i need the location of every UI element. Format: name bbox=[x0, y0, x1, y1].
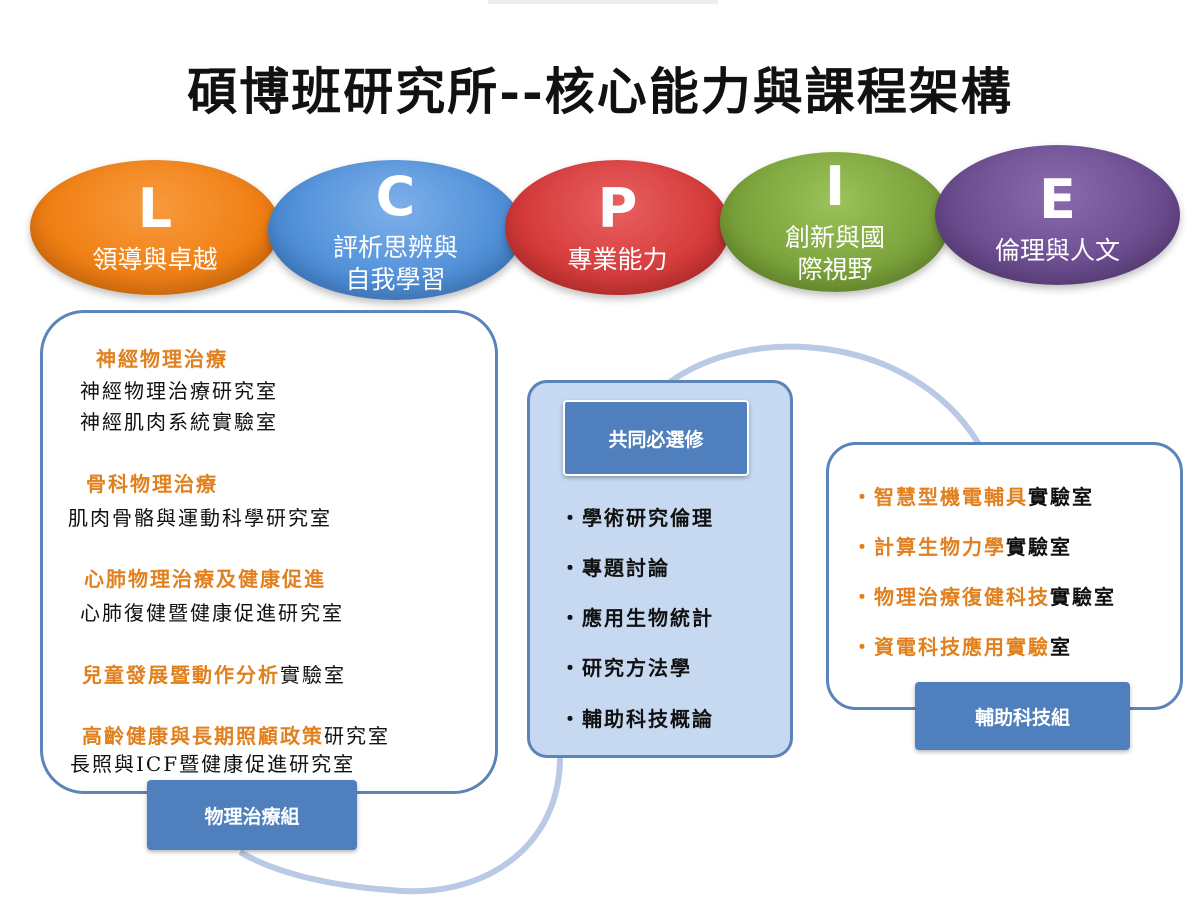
pt-lab-aging: 高齡健康與長期照顧政策研究室 bbox=[82, 720, 390, 749]
at-lab-name: 物理治療復健科技 bbox=[874, 585, 1050, 609]
competency-letter: E bbox=[1039, 168, 1076, 231]
competency-label: 際視野 bbox=[797, 255, 873, 284]
physical-therapy-group-label: 物理治療組 bbox=[147, 780, 357, 850]
pt-lab: 神經肌肉系統實驗室 bbox=[80, 410, 278, 434]
pt-lab-aging-name: 高齡健康與長期照顧政策 bbox=[82, 724, 324, 748]
competency-letter: C bbox=[375, 165, 416, 228]
top-tab-remnant bbox=[488, 0, 718, 4]
at-lab-suffix: 實驗室 bbox=[1050, 585, 1116, 609]
at-lab: ・資電科技應用實驗室 bbox=[852, 631, 1072, 660]
bullet: ・ bbox=[852, 535, 874, 559]
at-lab: ・物理治療復健科技實驗室 bbox=[852, 581, 1116, 610]
pt-lab-aging-suffix: 研究室 bbox=[324, 724, 390, 748]
competency-P: P 專業能力 bbox=[505, 160, 730, 295]
competency-L: L 領導與卓越 bbox=[30, 160, 280, 295]
competency-label: 專業能力 bbox=[567, 245, 668, 274]
competency-label: 創新與國 bbox=[784, 223, 885, 252]
assistive-tech-group-label: 輔助科技組 bbox=[915, 682, 1130, 750]
pt-heading-ortho: 骨科物理治療 bbox=[86, 472, 218, 496]
competency-label: 自我學習 bbox=[345, 265, 446, 294]
pt-lab: 肌肉骨骼與運動科學研究室 bbox=[68, 506, 332, 530]
competency-label: 評析思辨與 bbox=[332, 233, 458, 262]
bullet: ・ bbox=[852, 635, 874, 659]
pt-lab-child-name: 兒童發展暨動作分析 bbox=[82, 663, 280, 687]
competency-I: I 創新與國 際視野 bbox=[720, 152, 950, 292]
physical-therapy-panel bbox=[40, 310, 498, 794]
at-lab: ・計算生物力學實驗室 bbox=[852, 531, 1072, 560]
competency-label: 倫理與人文 bbox=[994, 236, 1120, 265]
pt-heading-neuro: 神經物理治療 bbox=[96, 347, 228, 371]
course-item: ・學術研究倫理 bbox=[560, 506, 714, 530]
at-lab-name: 計算生物力學 bbox=[874, 535, 1006, 559]
at-lab: ・智慧型機電輔具實驗室 bbox=[852, 481, 1094, 510]
course-item: ・應用生物統計 bbox=[560, 606, 714, 630]
page-title: 碩博班研究所--核心能力與課程架構 bbox=[187, 62, 1013, 121]
at-lab-suffix: 實驗室 bbox=[1028, 485, 1094, 509]
pt-lab-child-suffix: 實驗室 bbox=[280, 663, 346, 687]
at-lab-suffix: 實驗室 bbox=[1006, 535, 1072, 559]
course-item: ・輔助科技概論 bbox=[560, 707, 714, 731]
bullet: ・ bbox=[852, 585, 874, 609]
pt-lab: 神經物理治療研究室 bbox=[80, 379, 278, 403]
at-lab-suffix: 室 bbox=[1050, 635, 1072, 659]
competency-letter: L bbox=[137, 177, 173, 240]
competency-C: C 評析思辨與 自我學習 bbox=[268, 160, 523, 300]
competency-E: E 倫理與人文 bbox=[935, 145, 1180, 285]
common-courses-label: 共同必選修 bbox=[563, 400, 749, 476]
competency-letter: P bbox=[597, 177, 638, 240]
pt-lab-child: 兒童發展暨動作分析實驗室 bbox=[82, 659, 346, 688]
at-lab-name: 資電科技應用實驗 bbox=[874, 635, 1050, 659]
pt-lab: 長照與ICF暨健康促進研究室 bbox=[70, 752, 356, 776]
competency-letter: I bbox=[824, 155, 846, 218]
course-item: ・專題討論 bbox=[560, 556, 670, 580]
course-item: ・研究方法學 bbox=[560, 656, 692, 680]
at-lab-name: 智慧型機電輔具 bbox=[874, 485, 1028, 509]
competency-label: 領導與卓越 bbox=[92, 245, 218, 274]
assistive-tech-panel bbox=[826, 442, 1183, 710]
pt-lab: 心肺復健暨健康促進研究室 bbox=[80, 601, 344, 625]
pt-heading-cardio: 心肺物理治療及健康促進 bbox=[84, 567, 326, 591]
bullet: ・ bbox=[852, 485, 874, 509]
